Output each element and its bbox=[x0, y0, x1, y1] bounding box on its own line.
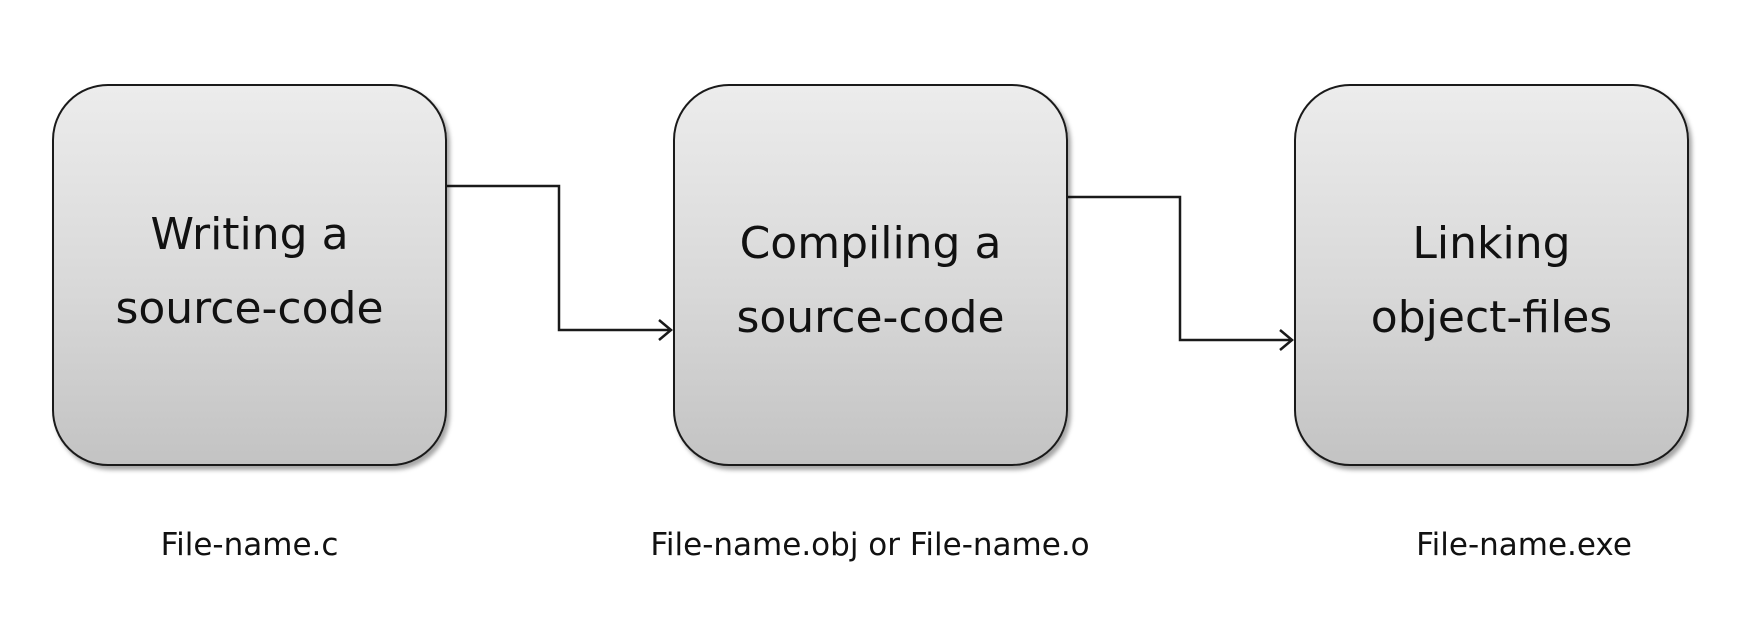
step-writing-box: Writing a source-code bbox=[52, 84, 447, 466]
step-compiling-line-1: Compiling a bbox=[739, 218, 1002, 269]
object-file-label: File-name.obj or File-name.o bbox=[650, 527, 1090, 563]
step-compiling-box: Compiling a source-code bbox=[673, 84, 1068, 466]
arrow-compile-to-link bbox=[1068, 195, 1292, 342]
step-writing-line-1: Writing a bbox=[150, 209, 349, 260]
arrow-write-to-compile bbox=[447, 184, 671, 332]
step-compiling-line-2: source-code bbox=[736, 292, 1005, 343]
arrowhead-compile-to-link bbox=[1279, 329, 1294, 351]
step-linking-box: Linking object-files bbox=[1294, 84, 1689, 466]
step-linking-line-1: Linking bbox=[1412, 218, 1571, 269]
step-linking-line-2: object-files bbox=[1370, 292, 1613, 343]
step-compiling-label: Compiling a source-code bbox=[675, 207, 1066, 355]
step-linking-label: Linking object-files bbox=[1296, 207, 1687, 355]
step-writing-line-2: source-code bbox=[115, 283, 384, 334]
source-file-label: File-name.c bbox=[160, 527, 339, 563]
step-writing-label: Writing a source-code bbox=[54, 198, 445, 346]
executable-file-label: File-name.exe bbox=[1416, 527, 1632, 563]
arrowhead-write-to-compile bbox=[658, 319, 673, 341]
